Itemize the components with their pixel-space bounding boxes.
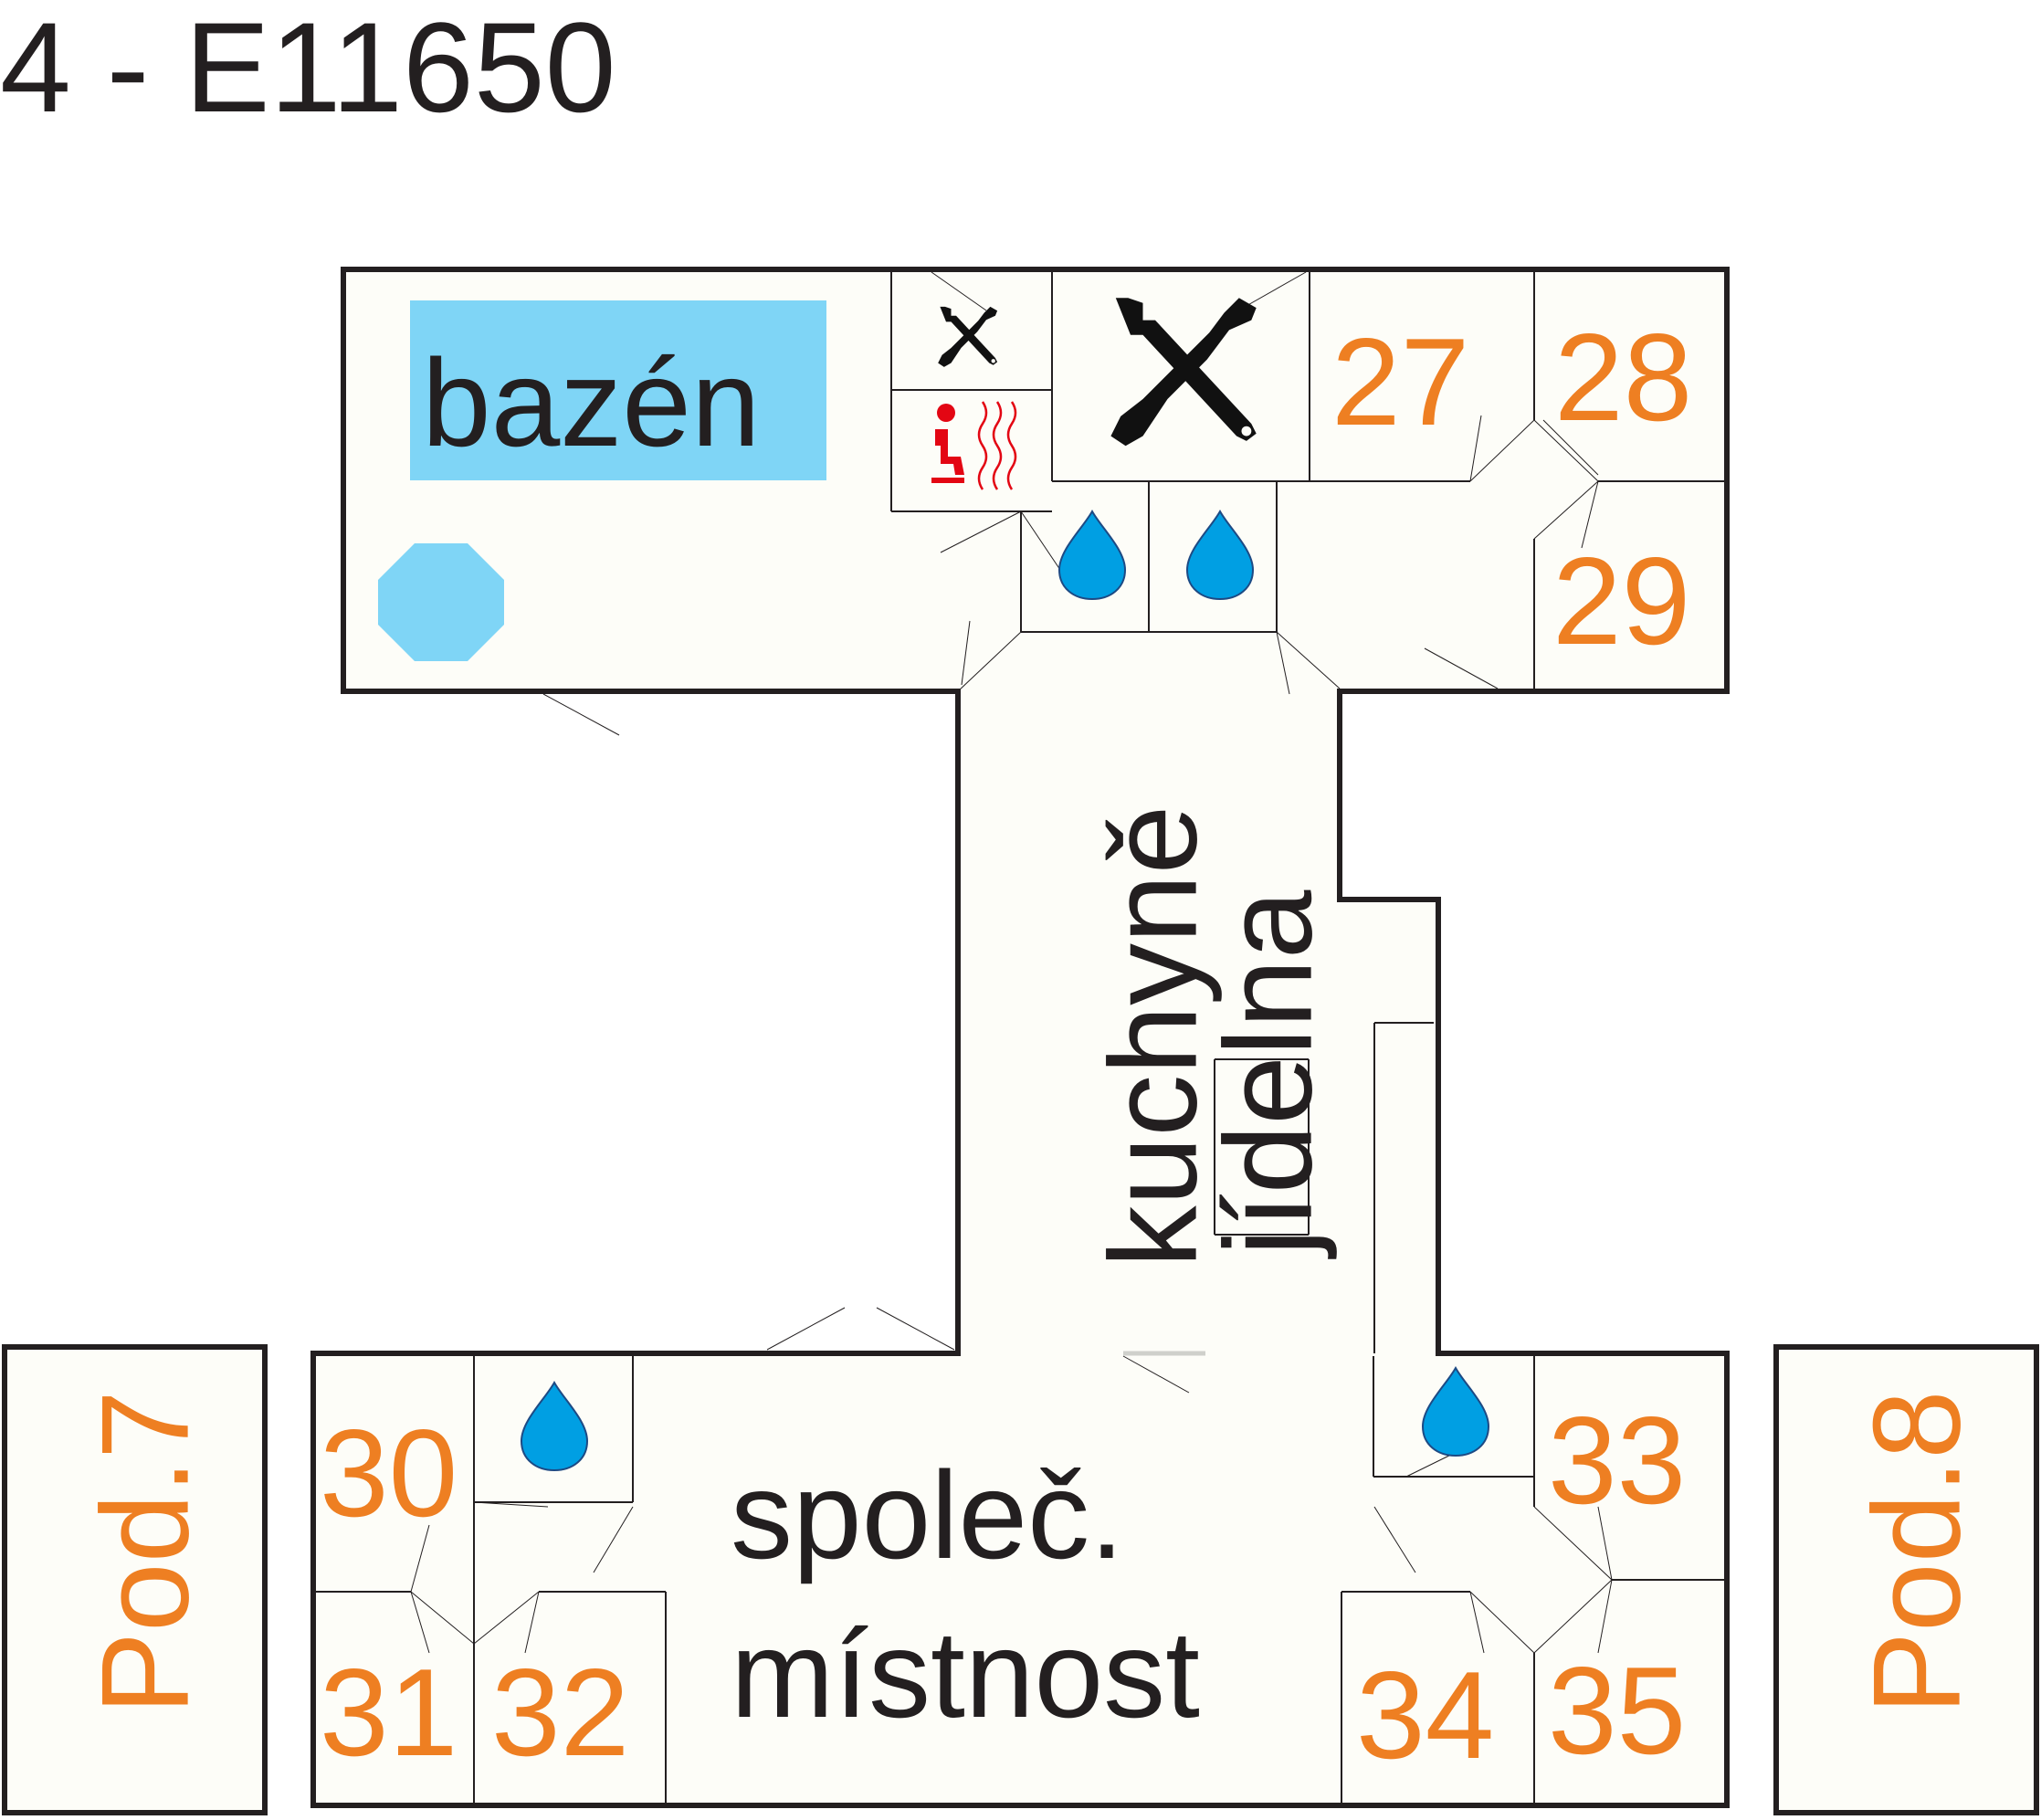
inner-walls [316,272,1727,1803]
octagon-pool-icon [378,543,504,661]
room-number-27: 27 [1331,312,1469,451]
room-label-kitchen: kuchyně [1084,805,1223,1268]
room-number-32: 32 [491,1643,629,1782]
room-number-31: 31 [320,1643,458,1782]
neighbor-right-label: Pod.8 [1847,1390,1986,1714]
room-number-35: 35 [1548,1641,1686,1780]
neighbor-left-box [2,1344,268,1815]
room-number-28: 28 [1554,308,1692,447]
room-label-dining: jídelna [1199,889,1338,1259]
room-number-34: 34 [1356,1646,1494,1784]
neighbor-right-box [1773,1344,2039,1815]
room-number-33: 33 [1548,1391,1686,1530]
room-number-30: 30 [320,1404,458,1542]
room-label-pool: bazén [422,333,761,472]
plan-title: 4 - E11650 [0,0,616,139]
sauna-icon [931,401,1017,490]
room-number-29: 29 [1552,531,1690,670]
room-label-common-line1: společ. [731,1446,1124,1584]
outer-wall [310,267,1730,1808]
pool-area [410,300,826,480]
room-label-common-line2: místnost [731,1604,1200,1743]
neighbor-left-label: Pod.7 [76,1390,215,1714]
